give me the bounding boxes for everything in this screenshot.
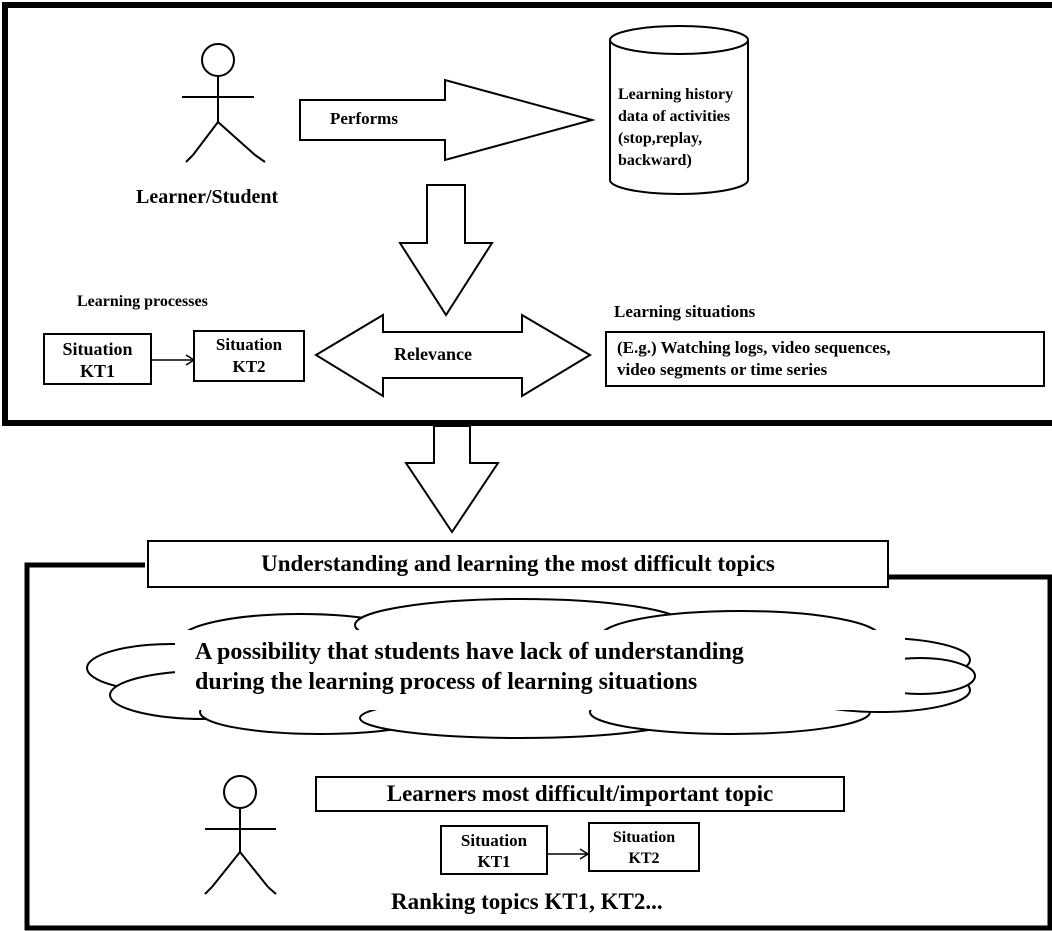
history-line-2: data of activities — [618, 108, 730, 125]
ranking-label: Ranking topics KT1, KT2... — [391, 889, 663, 914]
top-panel-frame — [2, 2, 1052, 426]
cloud-line1: A possibility that students have lack of… — [195, 639, 744, 665]
bottom-situation-kt2-line2: KT2 — [628, 850, 660, 867]
situation-kt1-box: Situation KT1 — [43, 333, 152, 385]
situations-line2: video segments or time series — [617, 360, 828, 379]
difficult-topic-box: Learners most difficult/important topic — [315, 776, 845, 812]
database-cylinder-icon — [609, 25, 749, 195]
situations-title: Learning situations — [614, 302, 756, 321]
down-arrow-1 — [398, 184, 494, 317]
cloud-line2: during the learning process of learning … — [195, 669, 698, 695]
relevance-double-arrow — [314, 313, 592, 398]
situation-kt2-line1: Situation — [215, 335, 283, 354]
processes-title: Learning processes — [77, 293, 208, 310]
situation-kt1-line1: Situation — [62, 339, 133, 359]
learner-stick-figure-icon — [182, 43, 266, 163]
situations-line1: (E.g.) Watching logs, video sequences, — [617, 338, 891, 357]
performs-label: Performs — [330, 109, 398, 128]
bottom-situation-kt1-line1: Situation — [460, 831, 528, 850]
down-arrow-2 — [404, 425, 500, 534]
bottom-situation-kt2-box: Situation KT2 — [588, 822, 700, 872]
situation-kt2-box: Situation KT2 — [193, 330, 305, 382]
performs-arrow — [299, 78, 596, 162]
history-line-1: Learning history — [618, 86, 734, 103]
bottom-panel-frame — [24, 562, 1052, 931]
bottom-situation-kt2-line1: Situation — [612, 829, 676, 846]
history-line-3: (stop,replay, — [618, 130, 703, 147]
cloud-text: A possibility that students have lack of… — [195, 637, 744, 697]
history-line-4: backward) — [618, 152, 692, 169]
learner-label: Learner/Student — [136, 186, 279, 208]
relevance-label: Relevance — [394, 344, 472, 364]
situation-kt2-line2: KT2 — [232, 357, 266, 376]
situation-kt1-line2: KT1 — [79, 361, 115, 381]
history-db-text: Learning history data of activities (sto… — [618, 84, 733, 172]
situations-box: (E.g.) Watching logs, video sequences, v… — [605, 331, 1045, 387]
bottom-situation-kt1-box: Situation KT1 — [440, 825, 548, 875]
bottom-panel-title: Understanding and learning the most diff… — [147, 540, 889, 588]
bottom-situation-kt1-line2: KT1 — [477, 852, 511, 871]
learner-stick-figure-icon-2 — [204, 775, 277, 895]
